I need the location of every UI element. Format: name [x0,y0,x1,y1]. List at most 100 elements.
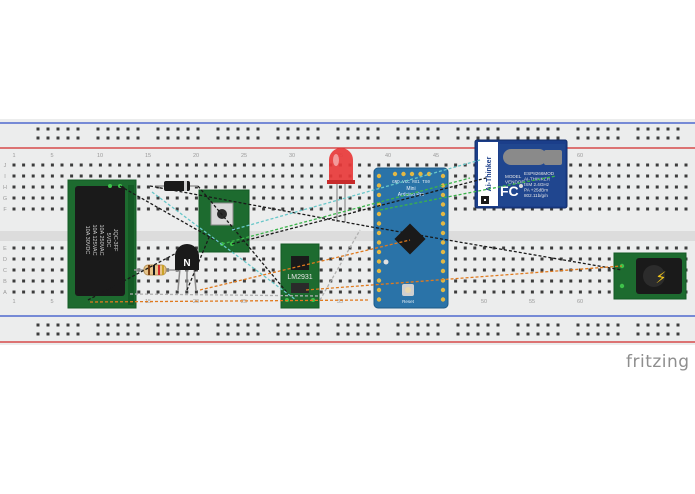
rail-hole[interactable] [356,127,360,131]
rail-hole[interactable] [246,127,250,131]
rail-hole[interactable] [366,332,370,336]
grid-hole[interactable] [98,163,102,167]
grid-hole[interactable] [588,257,592,261]
rail-hole[interactable] [496,332,500,336]
grid-hole[interactable] [588,174,592,178]
rail-hole[interactable] [606,332,610,336]
grid-hole[interactable] [454,246,458,250]
rail-hole[interactable] [436,323,440,327]
grid-hole[interactable] [463,257,467,261]
rail-hole[interactable] [56,332,60,336]
grid-hole[interactable] [578,207,582,211]
rail-hole[interactable] [576,323,580,327]
grid-hole[interactable] [300,207,304,211]
grid-hole[interactable] [252,268,256,272]
regulator-module[interactable]: LM2931 [280,243,320,309]
wire-cyan[interactable] [231,159,481,231]
rail-hole[interactable] [366,323,370,327]
rail-hole[interactable] [676,332,680,336]
rail-hole[interactable] [66,323,70,327]
rail-hole[interactable] [126,323,130,327]
grid-hole[interactable] [492,246,496,250]
grid-hole[interactable] [89,163,93,167]
grid-hole[interactable] [223,185,227,189]
grid-hole[interactable] [262,174,266,178]
grid-hole[interactable] [511,279,515,283]
rail-hole[interactable] [286,332,290,336]
grid-hole[interactable] [473,207,477,211]
grid-hole[interactable] [310,207,314,211]
grid-hole[interactable] [252,279,256,283]
grid-hole[interactable] [22,290,26,294]
grid-hole[interactable] [50,257,54,261]
rail-hole[interactable] [306,136,310,140]
rail-hole[interactable] [646,332,650,336]
rail-hole[interactable] [666,136,670,140]
grid-hole[interactable] [60,268,64,272]
rail-hole[interactable] [406,136,410,140]
grid-hole[interactable] [540,207,544,211]
grid-hole[interactable] [646,163,650,167]
grid-hole[interactable] [454,268,458,272]
grid-hole[interactable] [607,268,611,272]
rail-hole[interactable] [116,127,120,131]
grid-hole[interactable] [108,174,112,178]
grid-hole[interactable] [569,174,573,178]
grid-hole[interactable] [338,207,342,211]
grid-hole[interactable] [290,196,294,200]
rail-hole[interactable] [176,136,180,140]
grid-hole[interactable] [329,185,333,189]
grid-hole[interactable] [473,246,477,250]
wire-black[interactable] [119,185,223,245]
grid-hole[interactable] [626,246,630,250]
grid-hole[interactable] [607,185,611,189]
grid-hole[interactable] [50,290,54,294]
rail-hole[interactable] [526,127,530,131]
rail-hole[interactable] [156,127,160,131]
grid-hole[interactable] [60,246,64,250]
grid-hole[interactable] [598,246,602,250]
grid-hole[interactable] [137,174,141,178]
rail-hole[interactable] [416,332,420,336]
grid-hole[interactable] [348,207,352,211]
grid-hole[interactable] [281,174,285,178]
grid-hole[interactable] [214,290,218,294]
grid-hole[interactable] [146,196,150,200]
grid-hole[interactable] [674,246,678,250]
rail-hole[interactable] [466,127,470,131]
rail-hole[interactable] [186,332,190,336]
rail-hole[interactable] [426,127,430,131]
rail-hole[interactable] [486,323,490,327]
rail-hole[interactable] [526,332,530,336]
grid-hole[interactable] [252,257,256,261]
grid-hole[interactable] [578,257,582,261]
rail-hole[interactable] [496,127,500,131]
grid-hole[interactable] [550,290,554,294]
grid-hole[interactable] [358,290,362,294]
rail-hole[interactable] [356,323,360,327]
grid-hole[interactable] [569,207,573,211]
grid-hole[interactable] [598,196,602,200]
grid-hole[interactable] [665,246,669,250]
grid-hole[interactable] [482,257,486,261]
grid-hole[interactable] [137,196,141,200]
grid-hole[interactable] [617,246,621,250]
grid-hole[interactable] [319,268,323,272]
rail-hole[interactable] [426,332,430,336]
rail-hole[interactable] [336,127,340,131]
rail-hole[interactable] [466,136,470,140]
grid-hole[interactable] [146,174,150,178]
grid-hole[interactable] [262,196,266,200]
rail-hole[interactable] [636,323,640,327]
grid-hole[interactable] [262,268,266,272]
rail-hole[interactable] [186,136,190,140]
rail-hole[interactable] [176,323,180,327]
grid-hole[interactable] [655,207,659,211]
grid-hole[interactable] [530,246,534,250]
rail-hole[interactable] [416,136,420,140]
grid-hole[interactable] [588,246,592,250]
rail-hole[interactable] [616,127,620,131]
rail-hole[interactable] [296,332,300,336]
grid-hole[interactable] [588,185,592,189]
rail-hole[interactable] [306,127,310,131]
